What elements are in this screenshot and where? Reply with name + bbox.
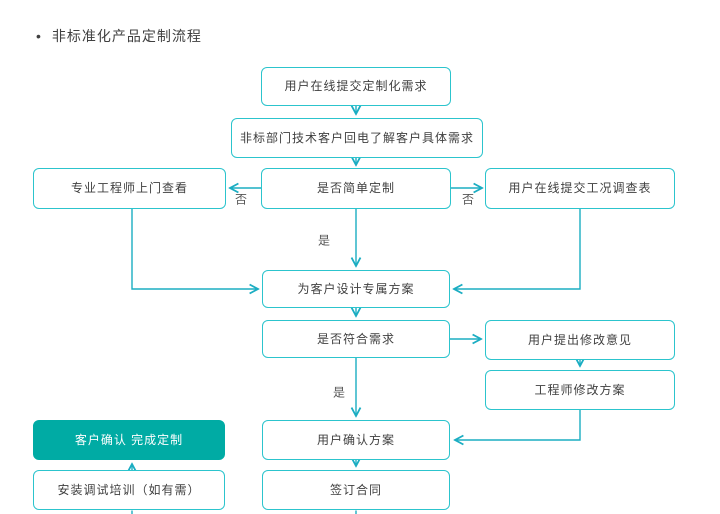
node-confirm-solution: 用户确认方案 bbox=[262, 420, 450, 460]
connector-survey-to-design bbox=[454, 209, 581, 289]
edge-label-yes-lower: 是 bbox=[332, 385, 346, 400]
node-survey-form: 用户在线提交工况调查表 bbox=[485, 168, 675, 209]
node-callback-understand-needs: 非标部门技术客户回电了解客户具体需求 bbox=[231, 118, 483, 158]
edge-label-no-left: 否 bbox=[234, 192, 248, 207]
node-sign-contract: 签订合同 bbox=[262, 470, 450, 510]
connector-revise-to-confirm bbox=[455, 410, 581, 440]
page-title-text: 非标准化产品定制流程 bbox=[51, 28, 202, 44]
node-engineer-visit: 专业工程师上门查看 bbox=[33, 168, 226, 209]
node-meets-needs-decision: 是否符合需求 bbox=[262, 320, 450, 358]
node-engineer-revise: 工程师修改方案 bbox=[485, 370, 675, 410]
node-install-training: 安装调试培训（如有需） bbox=[33, 470, 225, 510]
node-simple-custom-decision: 是否简单定制 bbox=[261, 168, 451, 209]
node-user-feedback: 用户提出修改意见 bbox=[485, 320, 675, 360]
bullet-icon: • bbox=[36, 28, 42, 44]
node-design-solution: 为客户设计专属方案 bbox=[262, 270, 450, 308]
page-title: • 非标准化产品定制流程 bbox=[36, 26, 202, 46]
connector-visit-to-design bbox=[131, 209, 258, 289]
node-submit-request: 用户在线提交定制化需求 bbox=[261, 67, 451, 106]
edge-label-no-right: 否 bbox=[461, 192, 475, 207]
edge-label-yes-upper: 是 bbox=[317, 233, 331, 248]
node-confirm-complete: 客户确认 完成定制 bbox=[33, 420, 225, 460]
